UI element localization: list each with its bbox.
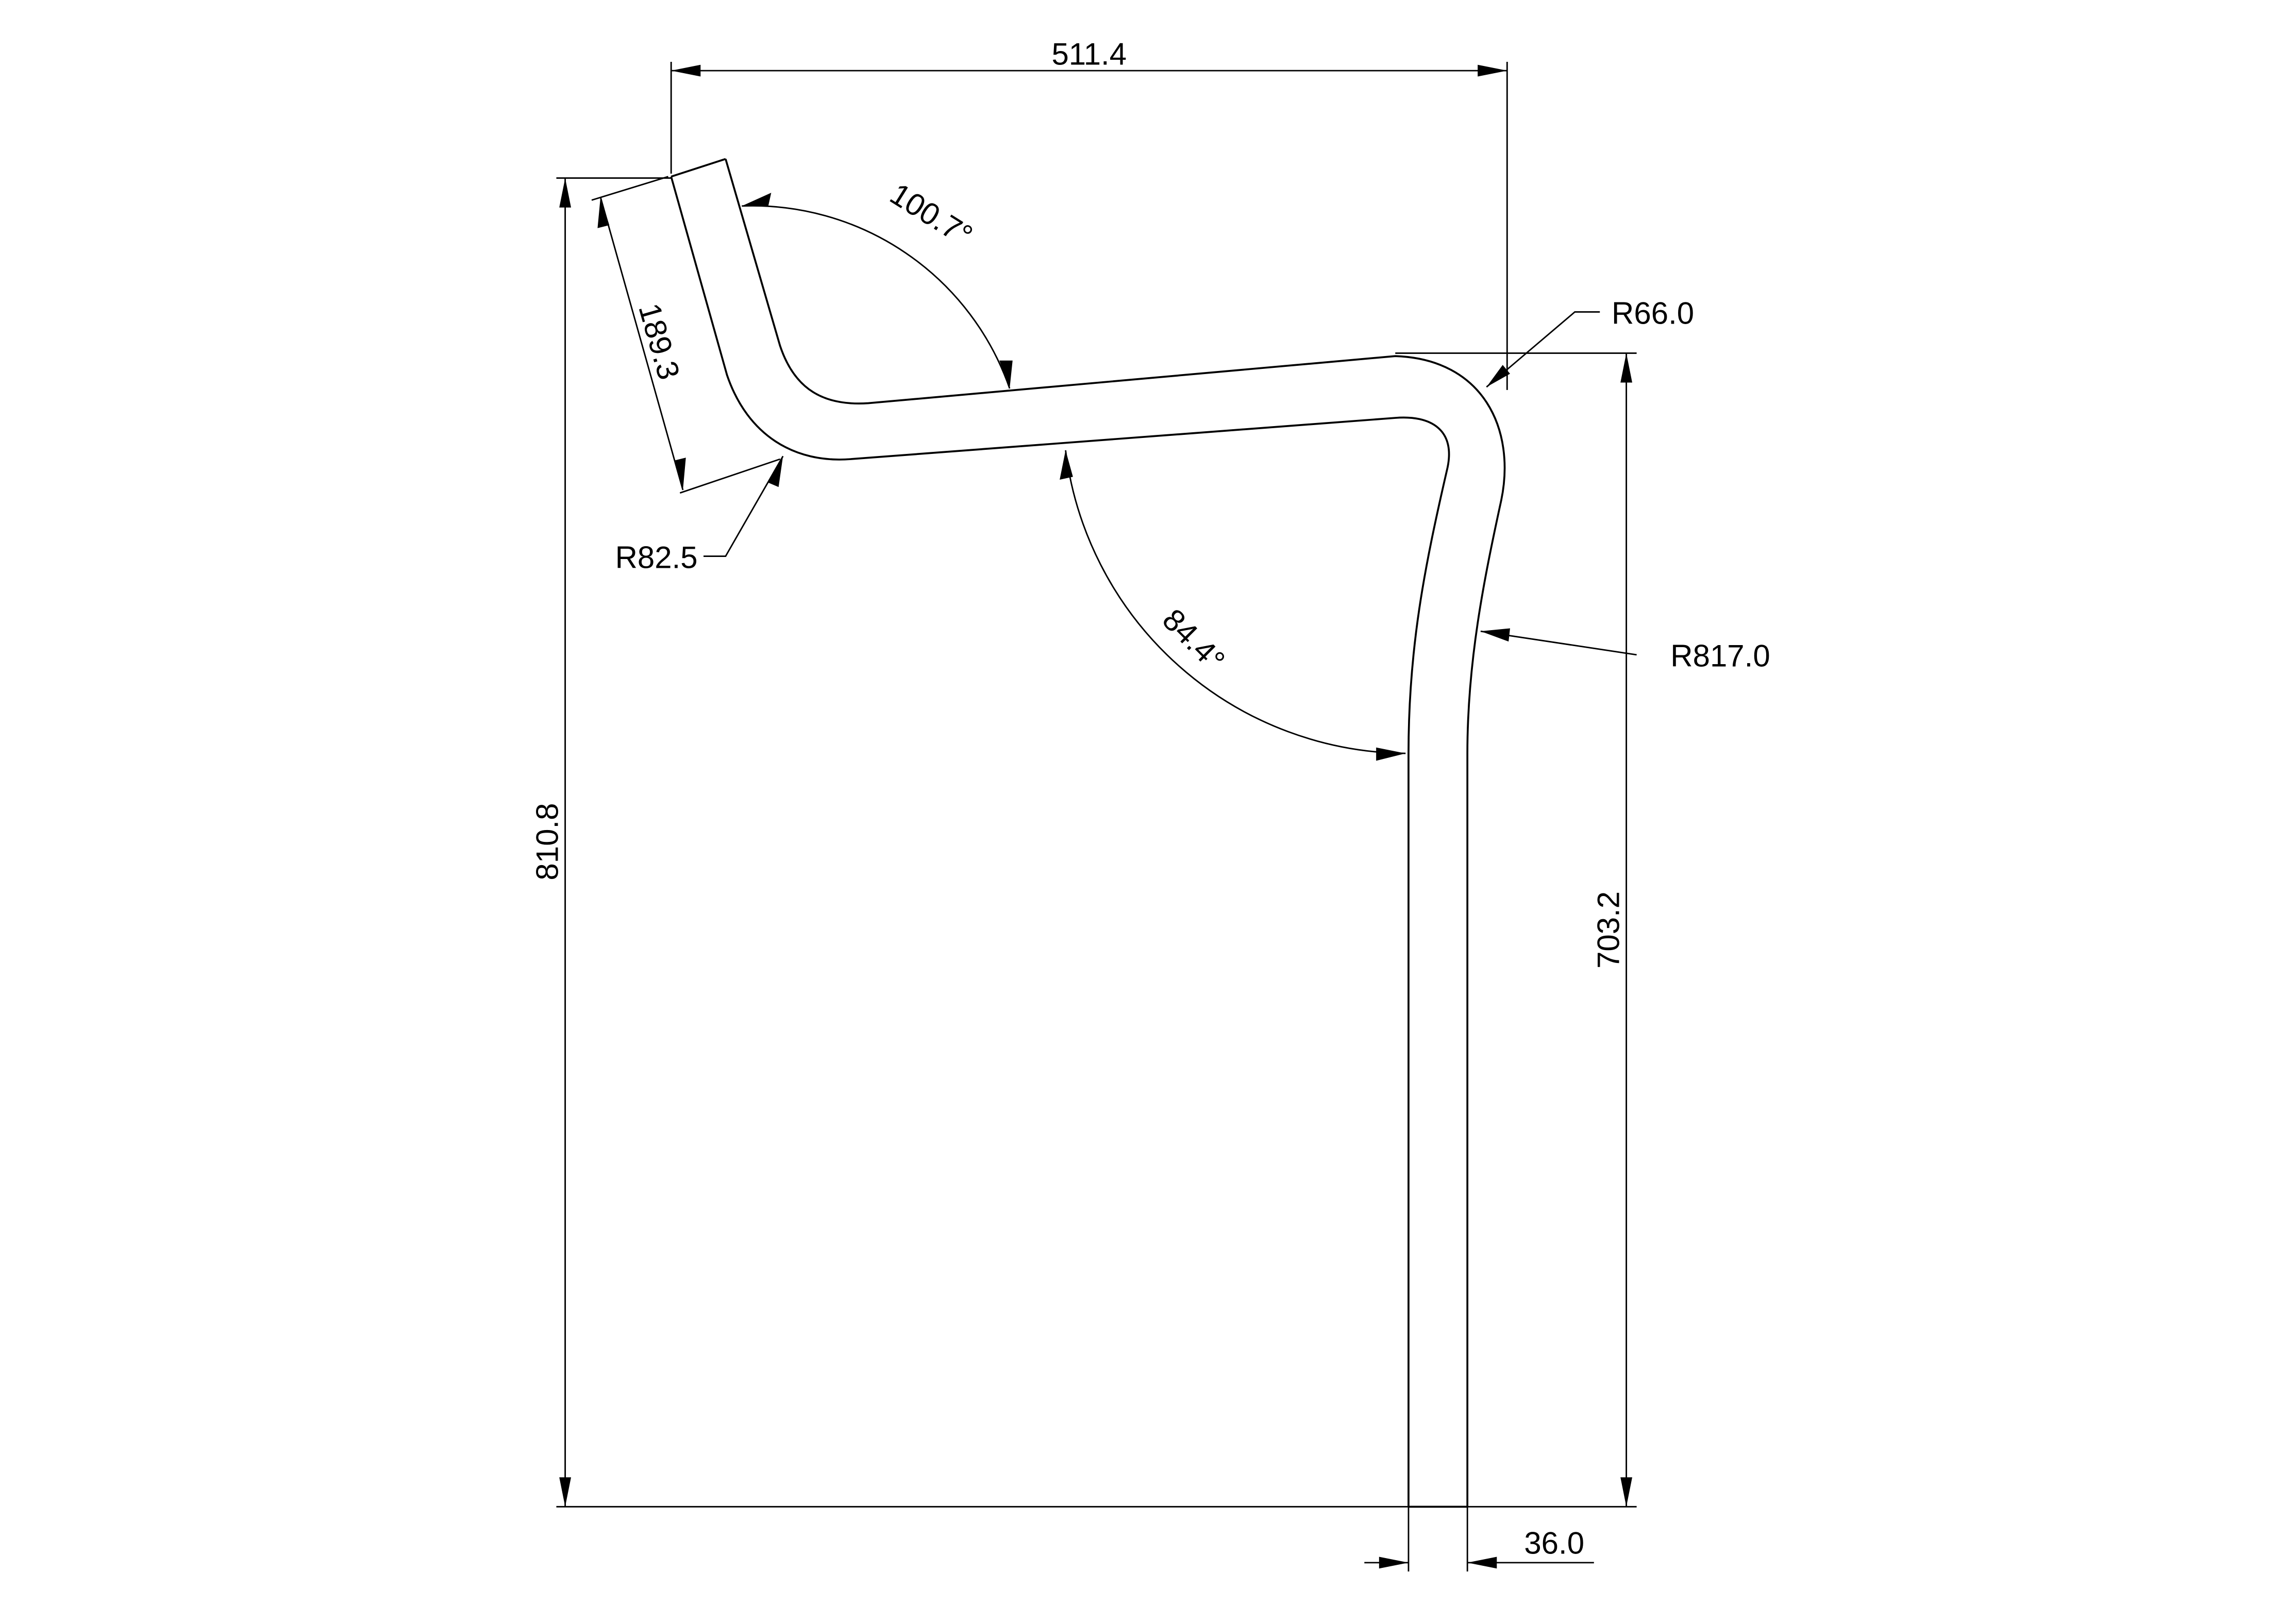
- arrow-leg-bottom: [674, 458, 686, 491]
- leader-r82: [703, 455, 784, 557]
- label-overall-height: 810.8: [530, 803, 564, 881]
- arrow-angle-lower-end: [1376, 747, 1406, 761]
- arrow-width-right: [1478, 64, 1507, 77]
- dimension-labels: 511.4 810.8 189.3 100.7° 84.4° R66.0 R82…: [530, 37, 1770, 1561]
- label-right-leg: 703.2: [1591, 891, 1625, 969]
- ext-line-leg-bottom: [679, 458, 781, 494]
- label-upper-leg: 189.3: [632, 299, 686, 383]
- label-upper-angle: 100.7°: [884, 176, 979, 253]
- arrow-height-top: [559, 178, 572, 208]
- outer-contour: [670, 176, 1450, 1507]
- dimension-lines: [556, 61, 1637, 1572]
- arrow-angle-upper-end: [999, 360, 1013, 388]
- arrow-tube-left: [1379, 1557, 1409, 1569]
- arrow-tube-right: [1467, 1557, 1497, 1569]
- label-lower-angle: 84.4°: [1156, 602, 1232, 678]
- arrow-angle-upper-start: [742, 193, 772, 206]
- arrow-right-top: [1620, 353, 1633, 383]
- leader-r66: [1486, 311, 1600, 388]
- dim-line-leg: [599, 197, 684, 491]
- arrow-width-left: [671, 64, 701, 77]
- inner-contour: [725, 158, 1506, 1507]
- arrow-r817: [1480, 628, 1511, 642]
- label-tube-width: 36.0: [1524, 1526, 1584, 1561]
- arrow-leg-top: [597, 197, 610, 228]
- part-outline: [670, 158, 1506, 1508]
- arrowheads: [559, 64, 1633, 1569]
- label-radius-left: R82.5: [615, 540, 698, 574]
- arrow-r82: [768, 456, 783, 487]
- label-overall-width: 511.4: [1051, 37, 1127, 72]
- arrow-height-bottom: [559, 1477, 572, 1507]
- arc-angle-lower: [1065, 450, 1406, 754]
- end-cap-top: [671, 158, 726, 178]
- arc-angle-upper: [742, 205, 1011, 389]
- ext-line-leg-top: [591, 176, 668, 201]
- arrow-right-bottom: [1620, 1477, 1633, 1507]
- label-radius-large: R817.0: [1670, 639, 1770, 673]
- arrow-angle-lower-start: [1060, 450, 1073, 480]
- label-radius-small: R66.0: [1612, 296, 1694, 330]
- arrow-r66: [1486, 365, 1511, 387]
